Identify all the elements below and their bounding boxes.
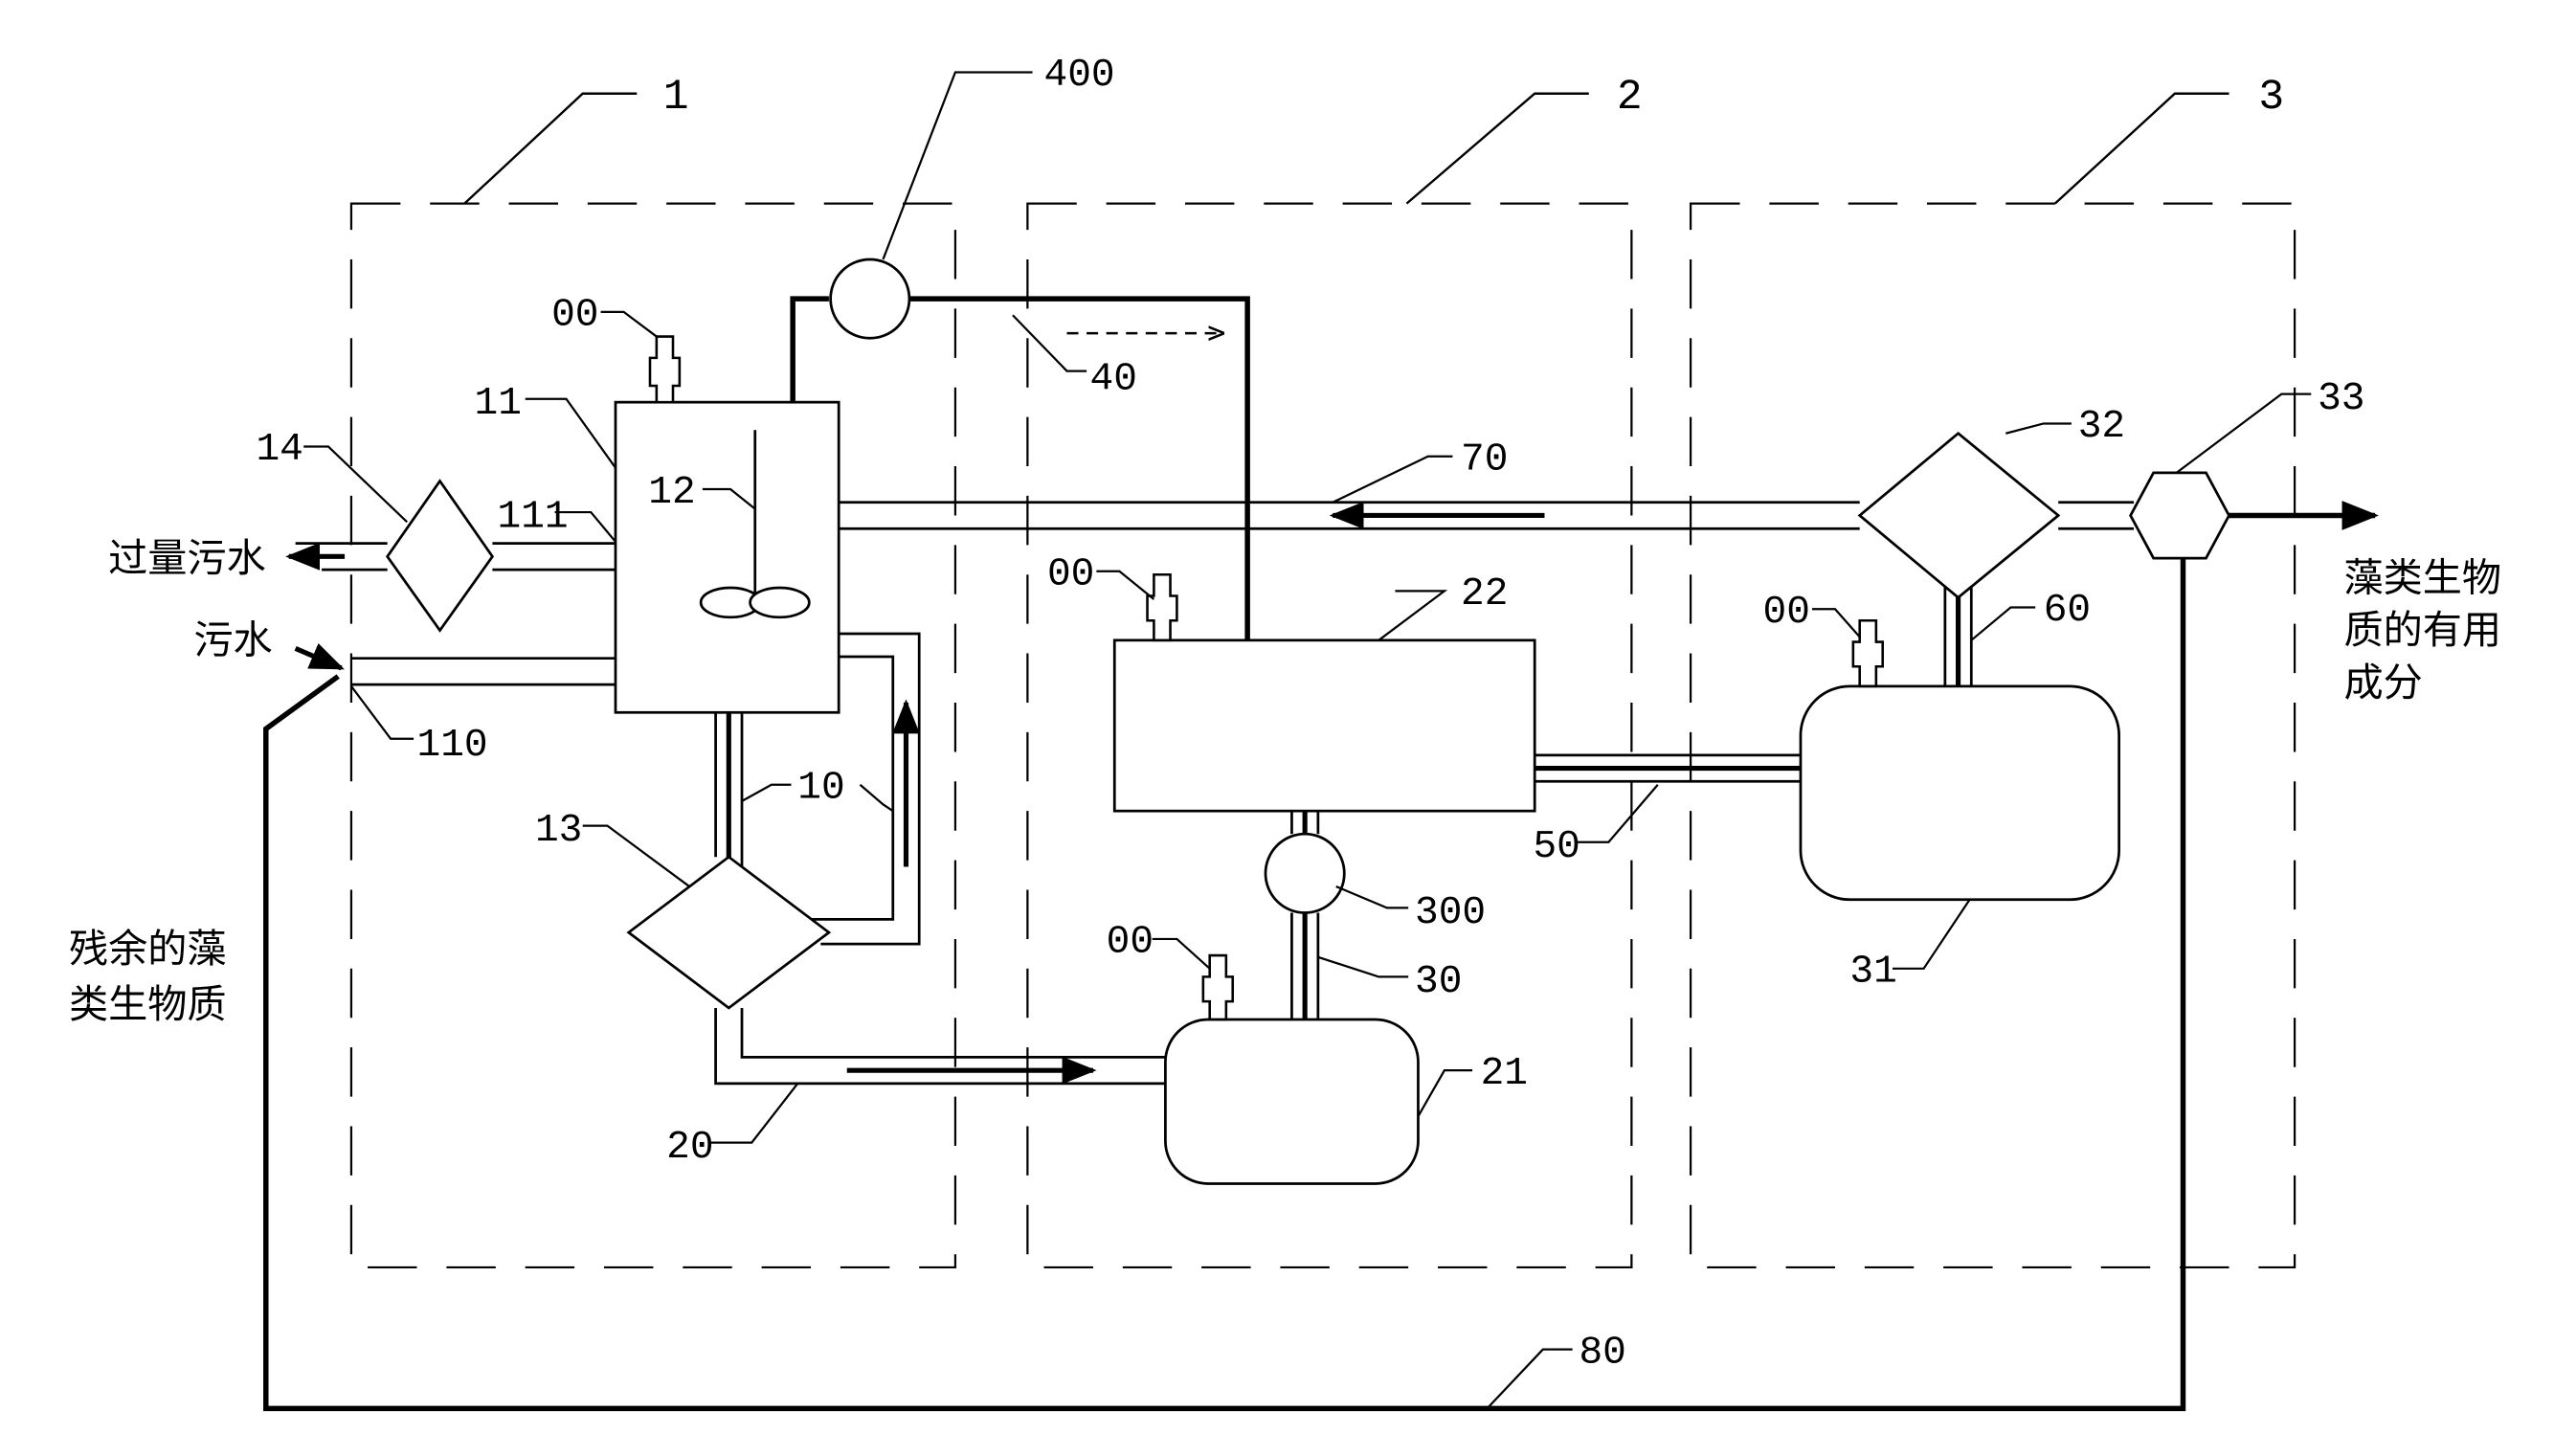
label-50: 50 [1533,825,1579,869]
label-32: 32 [2078,405,2125,449]
label-11: 11 [475,382,522,426]
label-70: 70 [1461,437,1508,482]
label-valve: 00 [1107,921,1154,965]
zone-2-label: 2 [1617,74,1643,122]
label-80: 80 [1579,1331,1625,1375]
text-sewage: 污水 [193,617,272,663]
zone-3-box [1689,202,2296,1269]
unit-33 [2129,471,2231,560]
label-40: 40 [1090,357,1137,401]
label-13: 13 [535,809,582,853]
zone-2-box [1026,202,1633,1269]
vessel-21 [1164,1018,1420,1185]
label-60: 60 [2044,589,2091,633]
label-21: 21 [1481,1052,1528,1096]
separator-13 [626,855,832,1010]
text-residual-line1: 残余的藻 [69,926,227,972]
label-111: 111 [498,495,569,539]
pump-300 [1264,832,1346,914]
stirrer-12 [699,430,811,619]
label-33: 33 [2318,377,2364,421]
valve-icon [1201,953,1234,1021]
label-valve: 00 [551,294,598,338]
zone-3-label: 3 [2258,74,2284,122]
label-valve: 00 [1047,553,1094,597]
label-30: 30 [1415,960,1462,1004]
valve-icon [648,335,682,404]
label-300: 300 [1415,891,1486,935]
label-31: 31 [1849,951,1896,995]
pipe-40b [908,296,1250,640]
text-useful-line1: 藻类生物 [2344,554,2502,600]
label-20: 20 [666,1126,713,1170]
text-residual-line2: 类生物质 [69,981,227,1027]
tank-11 [614,400,840,714]
pump-400 [829,258,911,340]
separator-32 [1857,431,2061,600]
tank-22 [1112,638,1536,813]
zone-boxes [349,202,2296,1269]
label-14: 14 [256,428,302,472]
filter-14 [385,479,495,633]
valve-icon [1851,618,1884,688]
label-12: 12 [648,471,695,515]
text-useful-line3: 成分 [2344,660,2423,706]
label-10: 10 [797,766,844,810]
label-110: 110 [417,724,488,768]
label-valve: 00 [1763,591,1810,635]
label-22: 22 [1461,572,1508,616]
text-useful-line2: 质的有用 [2344,607,2502,653]
vessel-31 [1799,684,2120,902]
text-excess-water: 过量污水 [108,535,266,581]
pipe-80 [263,558,2186,1412]
valve-icon [1146,572,1178,642]
label-400: 400 [1044,54,1115,98]
zone-1-label: 1 [663,74,689,122]
zone-1-box [349,202,957,1269]
pipe-40 [790,296,829,403]
